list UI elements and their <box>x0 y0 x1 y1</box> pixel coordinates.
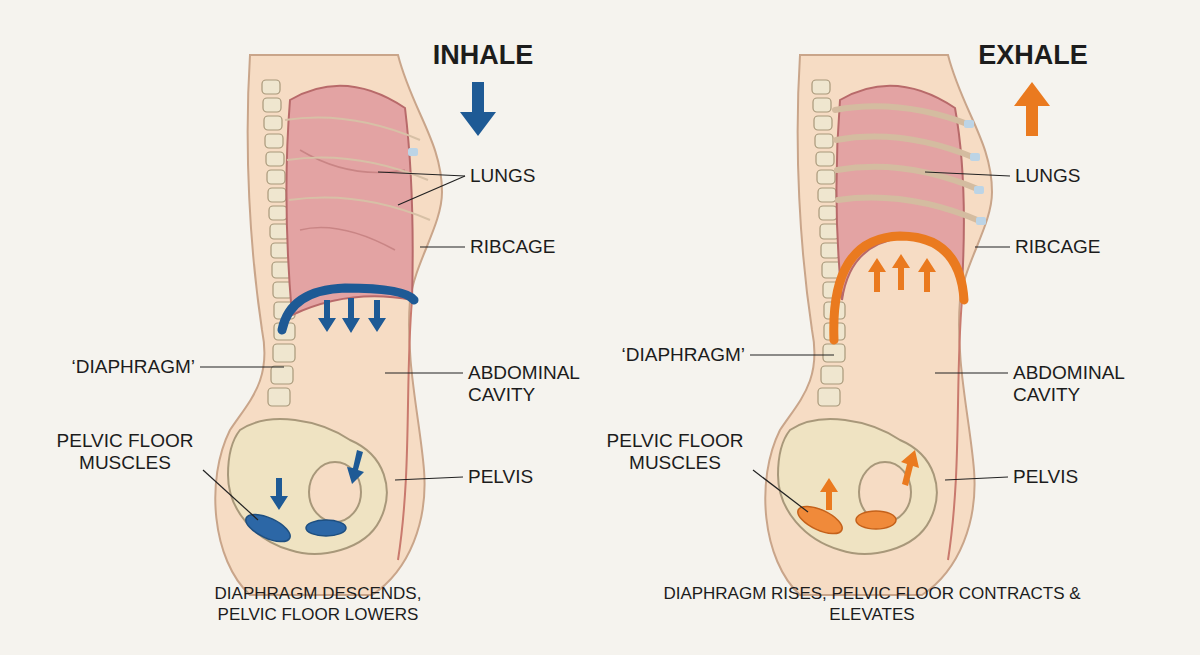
ribs <box>285 118 430 221</box>
diaphragm <box>834 236 964 340</box>
part-label: PELVIC FLOOR MUSCLES <box>600 430 750 474</box>
part-label: ‘DIAPHRAGM’ <box>621 344 745 366</box>
part-label: PELVIS <box>1013 466 1078 488</box>
caption-text: DIAPHRAGM RISES, PELVIC FLOOR CONTRACTS … <box>662 583 1082 625</box>
exhale-figure <box>750 55 1050 595</box>
part-label: LUNGS <box>470 165 535 187</box>
leader-lines <box>200 172 465 520</box>
exhale-arrow <box>1014 82 1050 136</box>
caption-text: DIAPHRAGM DESCENDS, PELVIC FLOOR LOWERS <box>188 583 448 625</box>
inhale-figure <box>200 55 496 595</box>
panel-heading: INHALE <box>418 38 548 72</box>
part-label: ABDOMINAL CAVITY <box>1013 362 1143 406</box>
panel-heading: EXHALE <box>968 38 1098 72</box>
part-label: ABDOMINAL CAVITY <box>468 362 598 406</box>
pelvic-floor <box>242 509 294 547</box>
part-label: RIBCAGE <box>470 236 556 258</box>
inhale-arrow <box>460 82 496 136</box>
torso <box>215 55 442 595</box>
part-label: PELVIC FLOOR MUSCLES <box>50 430 200 474</box>
ribs <box>835 106 982 222</box>
torso <box>765 55 992 595</box>
up-arrows <box>820 254 936 510</box>
part-label: RIBCAGE <box>1015 236 1101 258</box>
down-arrows <box>270 298 386 510</box>
part-label: PELVIS <box>468 466 533 488</box>
leader-lines <box>750 172 1010 512</box>
part-label: LUNGS <box>1015 165 1080 187</box>
part-label: ‘DIAPHRAGM’ <box>71 356 195 378</box>
